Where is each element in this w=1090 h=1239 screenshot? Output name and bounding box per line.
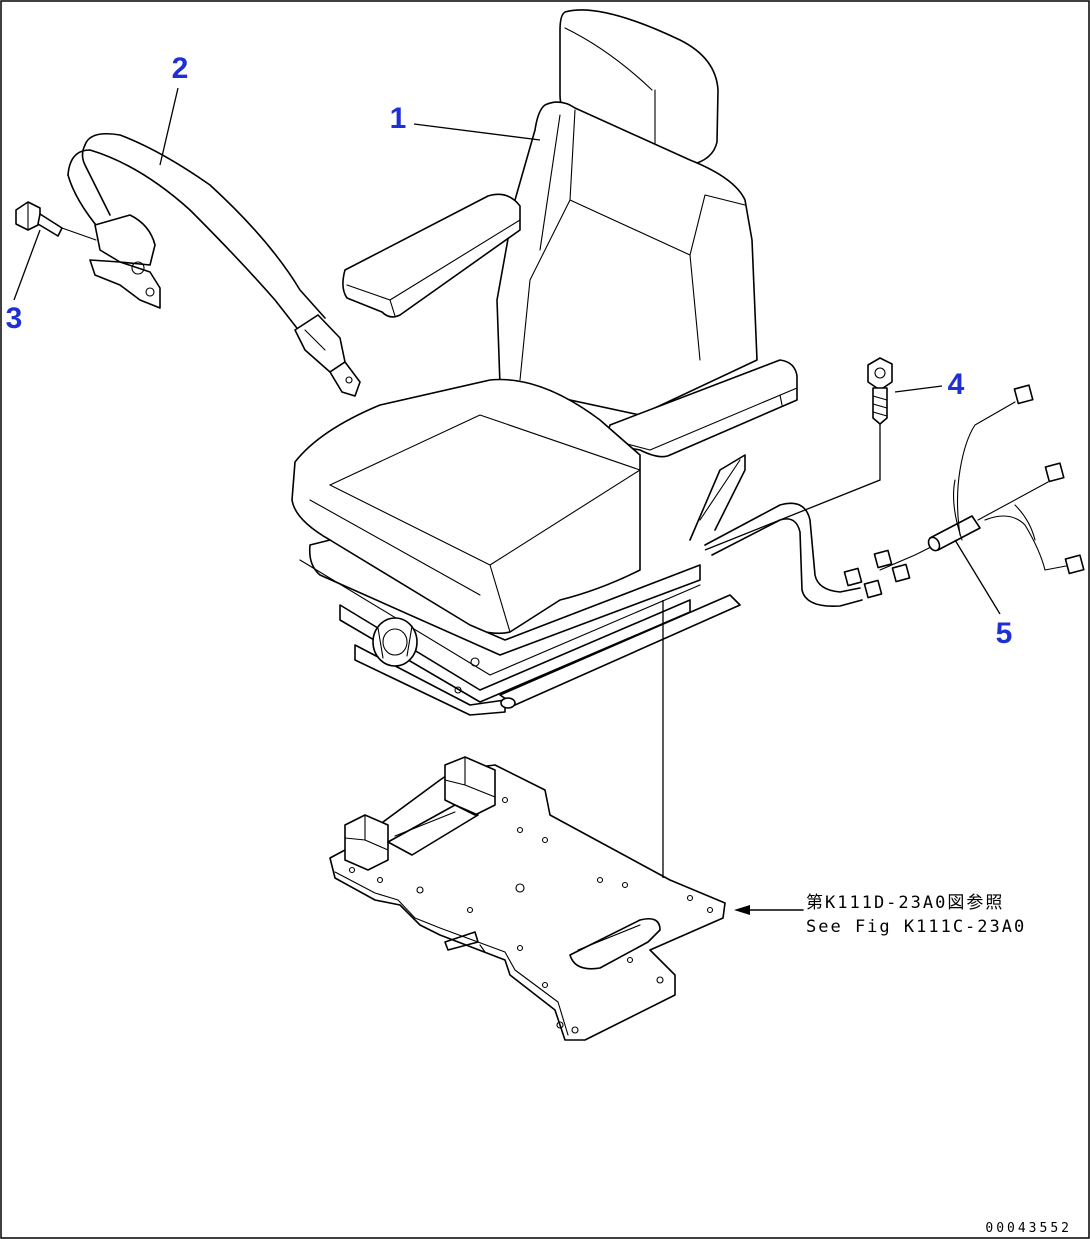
drawing-number: 00043552: [985, 1221, 1072, 1236]
callout-5: 5: [996, 617, 1013, 650]
base-plate-drawing: [329, 756, 804, 1041]
mount-bolt-drawing: [867, 357, 893, 425]
reference-note-en: See Fig K111C-23A0: [806, 917, 1026, 937]
reference-note-jp: 第K111D-23A0図参照: [806, 893, 1004, 913]
leader-lines: [13, 87, 1001, 878]
callout-4: 4: [948, 368, 965, 401]
seat-drawing: [291, 9, 798, 716]
callout-3: 3: [6, 302, 23, 335]
belt-bolt-drawing: [15, 201, 97, 241]
callout-2: 2: [172, 52, 189, 85]
seat-belt-drawing: [67, 132, 361, 397]
wiring-harness-drawing: [704, 384, 1085, 607]
callout-1: 1: [390, 102, 407, 135]
